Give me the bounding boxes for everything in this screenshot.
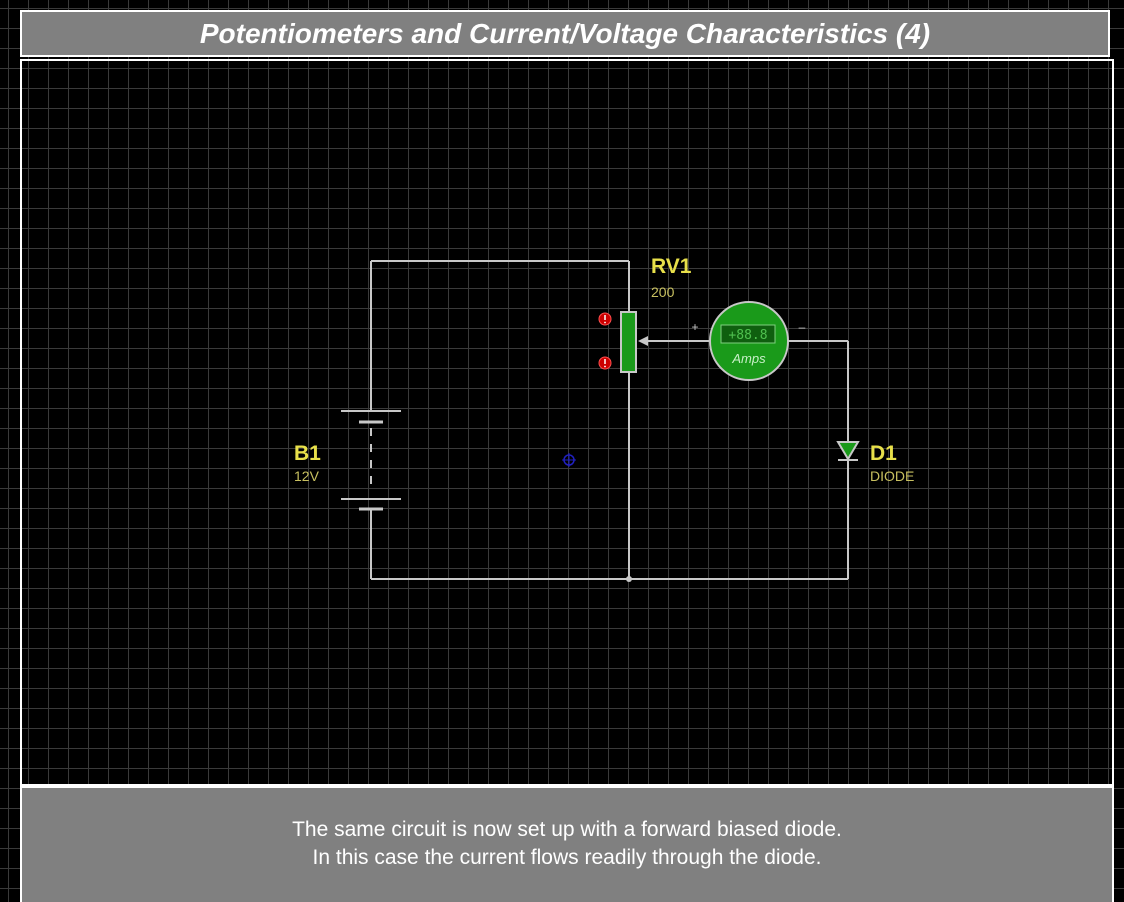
- ammeter[interactable]: +88.8 Amps + –: [691, 301, 806, 381]
- page-title: Potentiometers and Current/Voltage Chara…: [199, 17, 931, 49]
- diode-icon[interactable]: [836, 441, 860, 461]
- diode-d1[interactable]: D1 DIODE: [836, 441, 914, 484]
- potentiometer-body[interactable]: [620, 311, 637, 373]
- wiper-arrow-icon: [638, 336, 648, 346]
- potentiometer-value-label: 200: [651, 284, 675, 300]
- battery-b1[interactable]: B1 12V: [294, 410, 401, 511]
- schematic-canvas[interactable]: B1 12V RV1 200: [20, 59, 1114, 786]
- junction-dot: [626, 576, 632, 582]
- battery-ref-label: B1: [294, 442, 321, 465]
- ammeter-unit-label: Amps: [731, 351, 766, 366]
- info-panel: The same circuit is now set up with a fo…: [20, 786, 1114, 902]
- diode-value-label: DIODE: [870, 468, 914, 484]
- ammeter-display: [720, 324, 776, 344]
- wires: [370, 260, 849, 580]
- ammeter-plus-sign: +: [691, 320, 698, 334]
- ammeter-reading: +88.8: [728, 328, 767, 343]
- diode-ref-label: D1: [870, 442, 897, 465]
- pin-warning-icon-top[interactable]: [598, 312, 612, 326]
- title-bar: Potentiometers and Current/Voltage Chara…: [20, 10, 1110, 57]
- info-text-line-1: The same circuit is now set up with a fo…: [292, 818, 842, 841]
- origin-marker-icon: [562, 453, 576, 467]
- pin-warning-icon-bottom[interactable]: [598, 356, 612, 370]
- ammeter-minus-sign: –: [799, 320, 806, 334]
- info-text-line-2: In this case the current flows readily t…: [312, 846, 822, 869]
- schematic-svg[interactable]: B1 12V RV1 200: [22, 61, 1112, 784]
- potentiometer-rv1[interactable]: RV1 200: [598, 255, 692, 373]
- potentiometer-ref-label: RV1: [651, 255, 692, 278]
- battery-value-label: 12V: [294, 468, 320, 484]
